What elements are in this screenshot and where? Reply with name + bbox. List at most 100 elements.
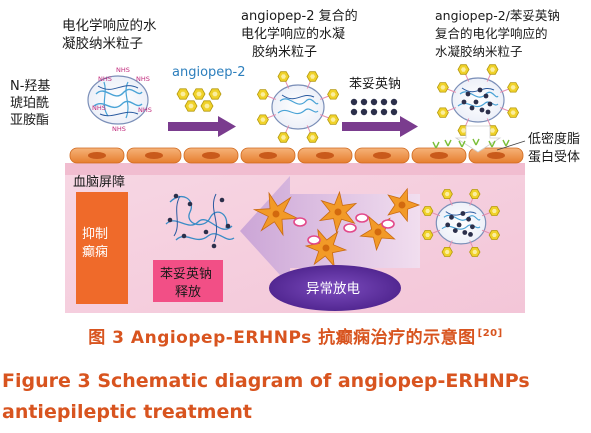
ldl-receptors bbox=[432, 138, 510, 149]
peptide-hexagon-core bbox=[330, 92, 336, 97]
peptide-hexagon-core bbox=[310, 135, 315, 140]
hydrogel-strand bbox=[281, 94, 315, 100]
barrier-cell-nucleus bbox=[88, 152, 106, 159]
caption-chinese-text: 图 3 Angiopep-ERHNPs 抗癫痫治疗的示意图 bbox=[88, 328, 476, 348]
neuron-nucleus bbox=[334, 208, 342, 216]
loaded-drug-dot bbox=[456, 222, 462, 228]
nhs-group-label: NHS bbox=[92, 104, 106, 112]
loaded-drug-dot bbox=[445, 222, 451, 228]
drug-dot bbox=[350, 108, 358, 116]
nanoparticle-title-line2: 凝胶纳米粒子 bbox=[62, 35, 143, 52]
released-drug-dot bbox=[219, 197, 225, 203]
peptide-hexagon-core bbox=[260, 117, 266, 122]
loaded-drug-dot bbox=[460, 211, 466, 216]
nanoparticle-shell bbox=[271, 84, 325, 130]
synapse-ring bbox=[307, 235, 321, 245]
peptide-hexagon-core bbox=[281, 135, 286, 140]
peptide-hexagon-core bbox=[425, 209, 430, 213]
synapse-ring bbox=[293, 217, 307, 227]
loaded-drug-dot bbox=[485, 109, 491, 115]
phenytoin-sodium-dots bbox=[350, 98, 398, 116]
peptide-hexagon-core bbox=[490, 128, 495, 133]
inhibit-epilepsy-box bbox=[76, 192, 128, 304]
peptide-hexagon-core bbox=[492, 209, 497, 213]
ldl-receptor bbox=[472, 138, 480, 146]
peptide-hexagon-core bbox=[310, 74, 315, 79]
hydrogel-strand bbox=[277, 108, 319, 115]
released-drug-dots bbox=[167, 193, 231, 249]
caption-english-line2: antiepileptic treatment bbox=[2, 401, 252, 423]
drug-dot bbox=[370, 98, 378, 106]
peptide-hexagon-core bbox=[330, 117, 336, 122]
released-drug-dot bbox=[203, 229, 209, 235]
drug-dot bbox=[390, 108, 398, 116]
peptide-hexagon-core bbox=[492, 233, 497, 237]
barrier-cell-nucleus bbox=[316, 152, 334, 159]
nanoparticle-shell bbox=[435, 201, 487, 245]
released-drug-dot bbox=[181, 233, 187, 239]
ldl-label-line1: 低密度脂 bbox=[528, 131, 580, 147]
barrier-cell-nucleus bbox=[373, 152, 391, 159]
loaded-drug-dot bbox=[473, 99, 479, 105]
released-drug-dot bbox=[187, 201, 193, 207]
nhs-group-label: NHS bbox=[138, 106, 152, 114]
peptide-hexagon-core bbox=[461, 128, 466, 133]
arrow-step-1 bbox=[168, 116, 236, 137]
nanoparticle-shell bbox=[451, 77, 505, 123]
complex-title-line3: 胶纳米粒子 bbox=[252, 44, 317, 60]
released-drug-dot bbox=[173, 193, 179, 199]
hydrogel-nanoparticle bbox=[87, 75, 149, 125]
peptide-hexagon-core bbox=[490, 67, 495, 72]
peptide-hexagon-core bbox=[196, 91, 202, 97]
drug-dot bbox=[390, 98, 398, 106]
neuron-nucleus bbox=[374, 228, 382, 236]
loaded-drug-dot bbox=[469, 105, 475, 111]
release-label-line2: 释放 bbox=[175, 285, 201, 300]
ldl-receptor bbox=[432, 141, 440, 149]
blood-brain-barrier-cells bbox=[69, 147, 524, 164]
peptide-hexagon-core bbox=[510, 110, 516, 115]
peptide-hexagon-core bbox=[260, 92, 266, 97]
peptide-hexagon-core bbox=[281, 74, 286, 79]
loaded-title-line1: angiopep-2/苯妥英钠 bbox=[435, 8, 560, 23]
peptide-hexagon-core bbox=[425, 233, 430, 237]
neuron-nucleus bbox=[398, 201, 406, 209]
barrier-cell-nucleus bbox=[202, 152, 220, 159]
loaded-drug-dot bbox=[466, 216, 471, 222]
loaded-drug-dot bbox=[477, 87, 483, 93]
hydrogel-strand bbox=[279, 98, 319, 105]
peptide-hexagon-core bbox=[204, 103, 210, 109]
bbb-label: 血脑屏障 bbox=[73, 175, 125, 190]
peptide-hexagon-core bbox=[461, 67, 466, 72]
peptide-hexagon-core bbox=[472, 192, 478, 197]
drug-dot bbox=[360, 98, 368, 106]
drug-label: 苯妥英钠 bbox=[349, 77, 401, 92]
loaded-drug-dot bbox=[470, 224, 475, 230]
nhs-group-label: NHS bbox=[112, 125, 126, 133]
drug-dot bbox=[380, 108, 388, 116]
loaded-drug-dot bbox=[452, 228, 458, 233]
nhs-group-label: NHS bbox=[98, 75, 112, 83]
transcytosis-arrow bbox=[454, 125, 502, 153]
loaded-drug-dot bbox=[487, 101, 493, 107]
ldl-receptor bbox=[488, 140, 496, 148]
angiopep-2-peptides bbox=[176, 88, 222, 112]
ldl-receptor bbox=[444, 139, 452, 147]
peptide-hexagon-core bbox=[472, 249, 478, 254]
arrow-step-2 bbox=[342, 116, 418, 137]
hydrogel-strand bbox=[457, 101, 499, 108]
nhs-full-line2: 琥珀酰 bbox=[10, 96, 49, 111]
ldl-receptor bbox=[458, 140, 466, 148]
released-drug-dot bbox=[211, 243, 217, 249]
ldl-receptor bbox=[502, 139, 510, 147]
loaded-drug-dot bbox=[461, 99, 467, 105]
release-label-line1: 苯妥英钠 bbox=[160, 267, 212, 282]
loaded-title-line2: 复合的电化学响应的 bbox=[435, 26, 548, 41]
neuron-nucleus bbox=[322, 244, 330, 252]
drug-loaded-nanoparticle bbox=[436, 64, 520, 136]
nhs-full-line1: N-羟基 bbox=[10, 79, 50, 94]
synapse-ring bbox=[381, 219, 395, 229]
caption-chinese: 图 3 Angiopep-ERHNPs 抗癫痫治疗的示意图[20] bbox=[0, 323, 591, 348]
